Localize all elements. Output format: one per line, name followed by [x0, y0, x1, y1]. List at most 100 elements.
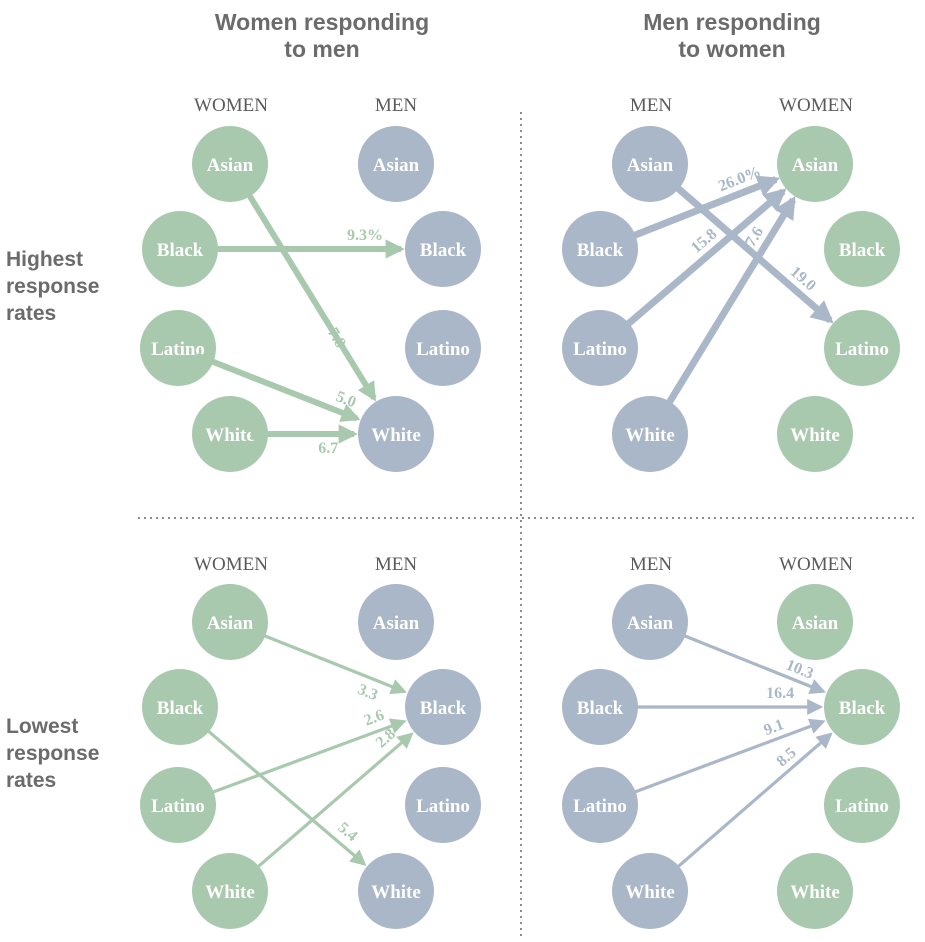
row-title-lowest-line3: rates [6, 769, 56, 792]
column-title-men-line1: Men responding [643, 9, 821, 35]
node-left-label-latino: Latino [151, 796, 205, 817]
edge-latino-to-white [196, 352, 361, 422]
node-left-label-asian: Asian [207, 613, 254, 634]
edge-black-to-asian [618, 175, 781, 245]
node-right-label-asian: Asian [792, 155, 839, 176]
node-right-label-asian: Asian [373, 155, 420, 176]
node-left-latino [562, 767, 638, 843]
row-title-highest-line1: Highest [6, 248, 83, 271]
edges: 10.316.49.18.5 [619, 628, 833, 879]
node-left-black [142, 669, 218, 745]
group-label-left: MEN [630, 554, 673, 575]
node-right-label-white: White [371, 882, 421, 903]
node-left-label-white: White [205, 425, 255, 446]
edge-white-to-asian [657, 196, 797, 418]
node-right-latino [405, 310, 481, 386]
column-title-women-line1: Women responding [215, 9, 429, 35]
column-title-men-line2: to women [678, 36, 785, 62]
node-left-label-black: Black [157, 698, 204, 719]
edge-latino-to-black [619, 718, 826, 800]
group-label-right: WOMEN [779, 554, 853, 575]
edge-value-asian-to-black: 3.3 [355, 681, 380, 704]
node-right-label-asian: Asian [792, 613, 839, 634]
node-right-label-latino: Latino [416, 339, 470, 360]
edges: 7.89.3%5.06.7 [196, 180, 405, 457]
node-left-black [562, 211, 638, 287]
node-left-label-white: White [625, 882, 675, 903]
node-right-latino [824, 767, 900, 843]
node-left-label-black: Black [157, 240, 204, 261]
edge-value-latino-to-black: 2.6 [362, 707, 387, 730]
node-right-black [824, 211, 900, 287]
row-title-highest-line2: response [6, 275, 99, 298]
row-title-lowest-line1: Lowest [6, 715, 78, 738]
node-right-label-white: White [371, 425, 421, 446]
node-right-asian [358, 584, 434, 660]
node-left-white [192, 396, 268, 472]
node-right-latino [405, 767, 481, 843]
node-right-asian [777, 126, 853, 202]
edge-value-black-to-black: 16.4 [766, 685, 794, 702]
edge-asian-to-white [238, 180, 377, 402]
node-left-asian [192, 584, 268, 660]
edge-asian-to-black [248, 628, 407, 695]
node-left-label-black: Black [577, 240, 624, 261]
edge-black-to-white [194, 719, 367, 866]
node-right-label-white: White [790, 425, 840, 446]
edge-value-white-to-white: 6.7 [318, 440, 338, 457]
group-label-right: MEN [375, 554, 418, 575]
node-left-asian [612, 584, 688, 660]
edge-asian-to-latino [663, 175, 834, 324]
node-right-asian [777, 584, 853, 660]
node-left-black [142, 211, 218, 287]
edge-value-black-to-black: 9.3% [347, 227, 383, 244]
node-left-label-white: White [625, 425, 675, 446]
group-label-right: MEN [375, 95, 418, 116]
node-left-label-asian: Asian [207, 155, 254, 176]
node-right-black [824, 669, 900, 745]
edge-white-to-black [244, 732, 414, 879]
edge-latino-to-black [197, 718, 407, 800]
row-title-lowest-line2: response [6, 742, 99, 765]
edge-white-to-black [664, 732, 833, 879]
edges: 3.35.42.62.8 [194, 628, 414, 879]
node-right-label-latino: Latino [835, 339, 889, 360]
node-right-label-latino: Latino [835, 796, 889, 817]
node-right-label-asian: Asian [373, 613, 420, 634]
node-left-label-white: White [205, 882, 255, 903]
node-left-white [192, 853, 268, 929]
node-left-white [612, 853, 688, 929]
node-left-label-latino: Latino [151, 339, 205, 360]
node-right-white [358, 396, 434, 472]
node-right-label-black: Black [839, 698, 886, 719]
node-left-latino [140, 310, 216, 386]
node-right-black [405, 669, 481, 745]
node-right-label-white: White [790, 882, 840, 903]
node-left-asian [192, 126, 268, 202]
node-left-label-asian: Asian [627, 155, 674, 176]
group-label-left: WOMEN [194, 95, 268, 116]
group-label-left: WOMEN [194, 554, 268, 575]
node-left-label-latino: Latino [573, 339, 627, 360]
edge-asian-to-black [668, 628, 826, 695]
row-title-highest-line3: rates [6, 302, 56, 325]
node-left-black [562, 669, 638, 745]
edge-latino-to-asian [613, 188, 787, 338]
column-title-women-line2: to men [284, 36, 359, 62]
node-left-label-latino: Latino [573, 796, 627, 817]
node-right-label-black: Black [420, 240, 467, 261]
node-right-white [777, 396, 853, 472]
node-right-white [358, 853, 434, 929]
node-right-label-black: Black [420, 698, 467, 719]
edge-value-latino-to-black: 9.1 [762, 716, 787, 739]
edge-value-latino-to-white: 5.0 [334, 388, 359, 411]
node-right-label-latino: Latino [416, 796, 470, 817]
node-right-black [405, 211, 481, 287]
node-right-asian [358, 126, 434, 202]
